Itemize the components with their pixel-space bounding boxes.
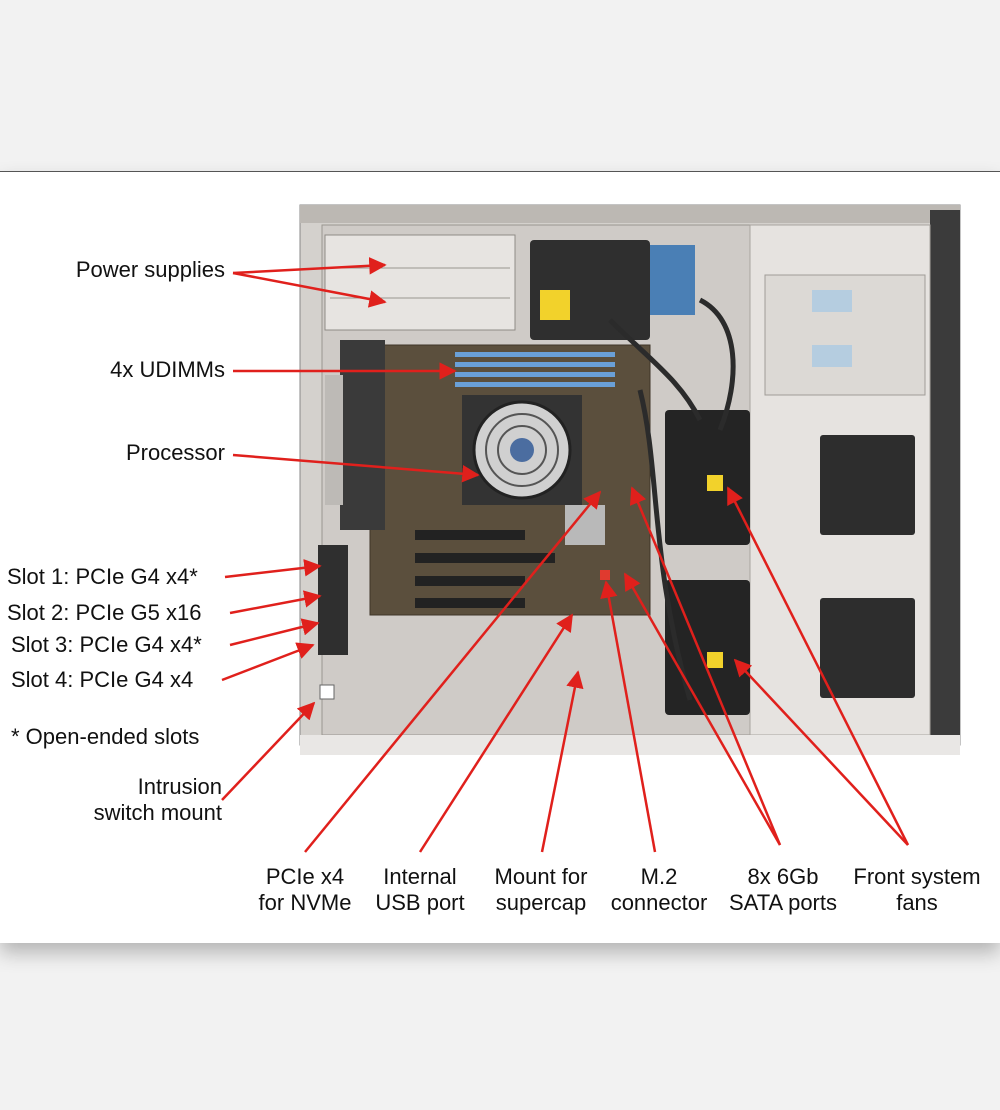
supercap-box	[530, 240, 695, 340]
label-open-ended-note: * Open-ended slots	[11, 724, 200, 749]
label-processor: Processor	[125, 440, 225, 465]
label-slot-4: Slot 4: PCIe G4 x4	[11, 667, 194, 692]
cables	[608, 297, 736, 701]
label-udimms: 4x UDIMMs	[110, 357, 225, 382]
label-slot-2: Slot 2: PCIe G5 x16	[7, 600, 202, 625]
motherboard	[369, 344, 651, 616]
label-power-supplies: Power supplies	[75, 257, 225, 282]
label-slot-3: Slot 3: PCIe G4 x4*	[11, 632, 202, 657]
callout-arrows	[221, 257, 910, 853]
power-supply-bays	[324, 234, 516, 331]
label-intrusion-switch: Intrusion switch mount	[93, 774, 222, 825]
label-slot-1: Slot 1: PCIe G4 x4*	[7, 564, 198, 589]
